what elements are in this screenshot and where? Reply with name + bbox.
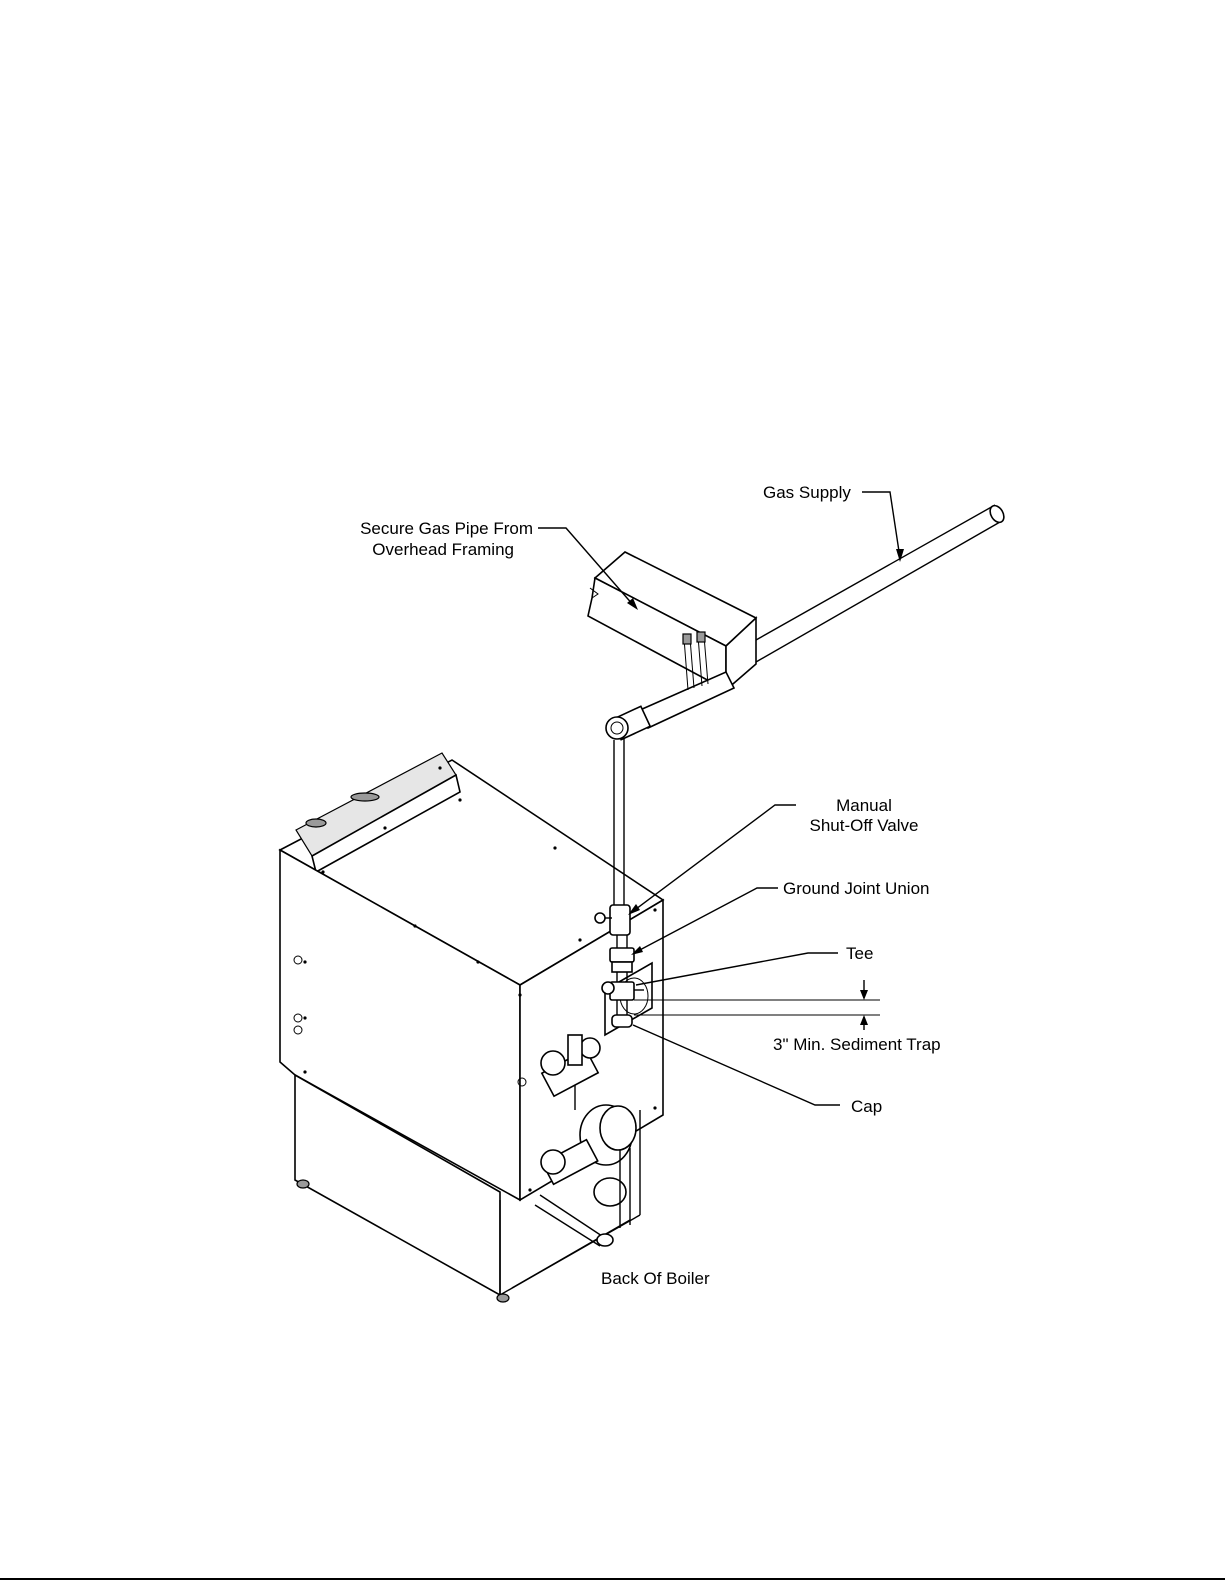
ground-joint-union xyxy=(610,948,634,972)
label-manual-line1: Manual xyxy=(836,796,892,815)
overhead-framing xyxy=(588,552,756,690)
label-tee: Tee xyxy=(846,944,873,963)
label-secure-gas-pipe-line2: Overhead Framing xyxy=(372,540,514,559)
label-gas-supply: Gas Supply xyxy=(763,483,851,502)
label-cap: Cap xyxy=(851,1097,882,1116)
boiler xyxy=(280,753,663,1302)
label-back-of-boiler: Back Of Boiler xyxy=(601,1269,710,1288)
label-secure-gas-pipe-line1: Secure Gas Pipe From xyxy=(360,519,533,538)
page-bottom-rule xyxy=(0,1578,1225,1580)
label-ground-joint-union: Ground Joint Union xyxy=(783,879,929,898)
gas-supply-pipe xyxy=(756,503,1007,662)
label-shut-off-valve-line2: Shut-Off Valve xyxy=(810,816,919,835)
cap-fitting xyxy=(612,1015,632,1027)
label-sediment-trap: 3" Min. Sediment Trap xyxy=(773,1035,941,1054)
